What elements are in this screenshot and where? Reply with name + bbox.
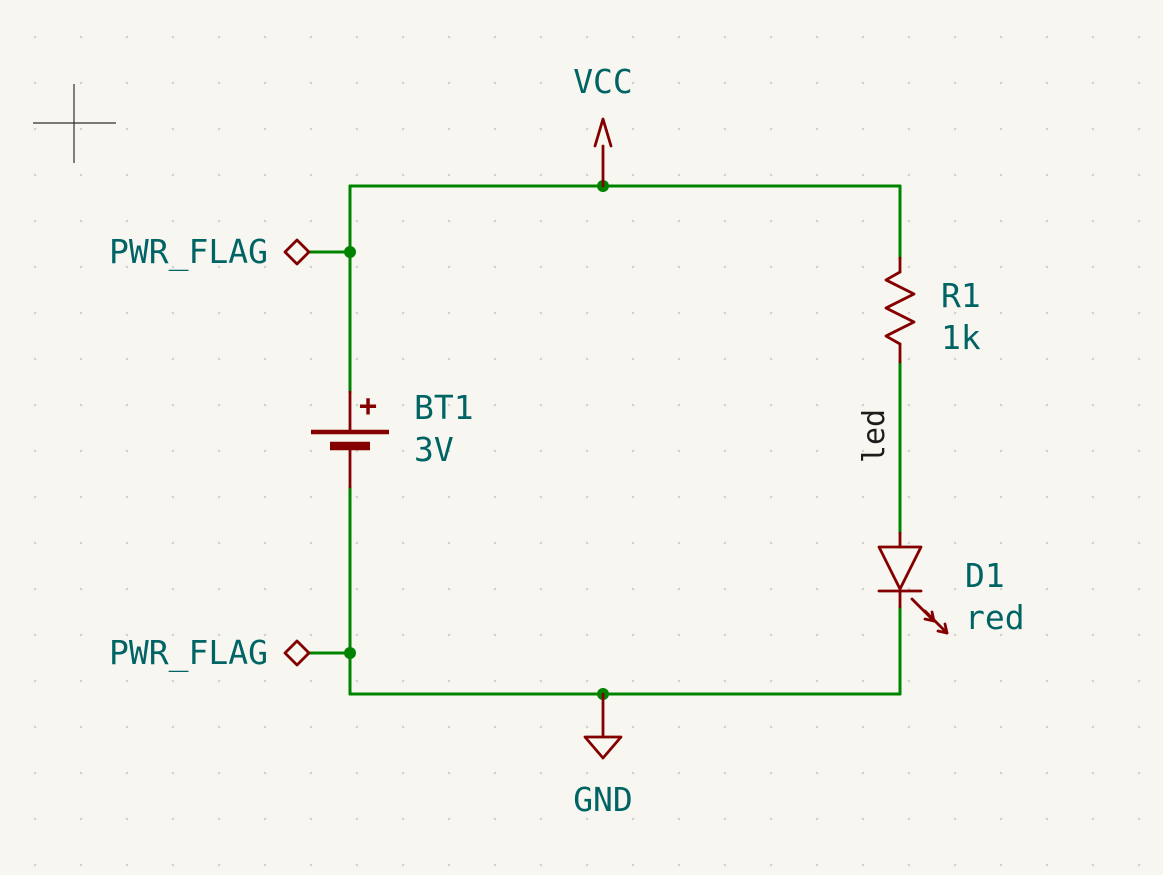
pwr-flag-bottom-symbol[interactable]: PWR_FLAG	[109, 633, 311, 673]
vcc-power-symbol[interactable]: VCC	[573, 62, 633, 188]
net-label-led[interactable]: led	[857, 409, 892, 463]
junction-dot[interactable]	[344, 647, 356, 659]
battery-symbol[interactable]: + BT1 3V	[311, 388, 474, 489]
battery-value[interactable]: 3V	[414, 430, 454, 469]
led-value[interactable]: red	[965, 598, 1025, 637]
vcc-label[interactable]: VCC	[573, 62, 633, 101]
led-emission-arrows	[910, 597, 949, 635]
wires	[306, 184, 902, 696]
resistor-symbol[interactable]: R1 1k	[884, 256, 981, 364]
led-symbol[interactable]: D1 red	[877, 531, 1025, 637]
junction-dot[interactable]	[344, 246, 356, 258]
gnd-label[interactable]: GND	[573, 780, 633, 819]
resistor-reference[interactable]: R1	[941, 276, 981, 315]
pwr-flag-bottom-label[interactable]: PWR_FLAG	[109, 633, 268, 673]
battery-plus-mark: +	[359, 389, 377, 424]
pwr-flag-top-label[interactable]: PWR_FLAG	[109, 232, 268, 272]
gnd-power-symbol[interactable]: GND	[573, 692, 633, 819]
battery-reference[interactable]: BT1	[414, 388, 474, 427]
pwr-flag-top-symbol[interactable]: PWR_FLAG	[109, 232, 311, 272]
led-reference[interactable]: D1	[965, 556, 1005, 595]
crosshair-icon	[33, 84, 116, 163]
resistor-value[interactable]: 1k	[941, 318, 981, 357]
